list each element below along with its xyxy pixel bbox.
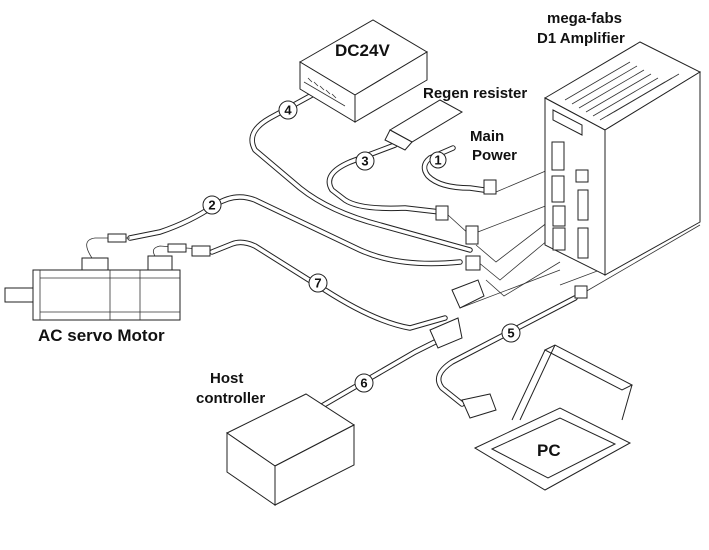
cable-2 — [127, 194, 463, 267]
d1-amplifier: mega-fabs D1 Amplifier — [537, 10, 702, 276]
main-power-label-line1: Main — [470, 128, 504, 145]
callout-1-label: 1 — [434, 153, 441, 168]
motor-label: AC servo Motor — [38, 326, 165, 345]
regen-label: Regen resister — [423, 85, 527, 102]
pc-laptop: PC — [473, 344, 634, 491]
host-label-line1: Host — [210, 370, 243, 387]
main-power-label-line2: Power — [472, 147, 517, 164]
callout-7: 7 — [308, 273, 328, 293]
cable-3 — [326, 142, 443, 215]
cable-7 — [209, 239, 448, 331]
host-controller: Host controller — [196, 370, 355, 506]
callout-4: 4 — [278, 100, 298, 120]
regen-resister: Regen resister — [384, 85, 527, 151]
callout-3: 3 — [355, 151, 375, 171]
ac-servo-motor: AC servo Motor — [4, 233, 213, 345]
callout-2-label: 2 — [208, 198, 215, 213]
callout-5: 5 — [501, 323, 521, 343]
amplifier-label-line2: D1 Amplifier — [537, 30, 625, 47]
pc-label: PC — [537, 441, 561, 460]
dc24v-supply: DC24V — [299, 19, 428, 123]
callout-3-label: 3 — [361, 154, 368, 169]
callout-6-label: 6 — [360, 376, 367, 391]
cable-6 — [319, 339, 438, 409]
dc24v-label: DC24V — [335, 41, 390, 60]
callout-5-label: 5 — [507, 326, 514, 341]
callout-1: 1 — [429, 151, 447, 169]
cable-1 — [421, 145, 487, 193]
leader-lines — [447, 169, 701, 309]
callout-4-label: 4 — [284, 103, 292, 118]
cable-4 — [249, 92, 473, 253]
host-label-line2: controller — [196, 390, 265, 407]
callout-6: 6 — [354, 373, 374, 393]
amplifier-label-line1: mega-fabs — [547, 10, 622, 27]
callout-2: 2 — [202, 195, 222, 215]
connector-plugs — [429, 179, 588, 419]
cable-5 — [435, 295, 578, 407]
callout-7-label: 7 — [314, 276, 321, 291]
